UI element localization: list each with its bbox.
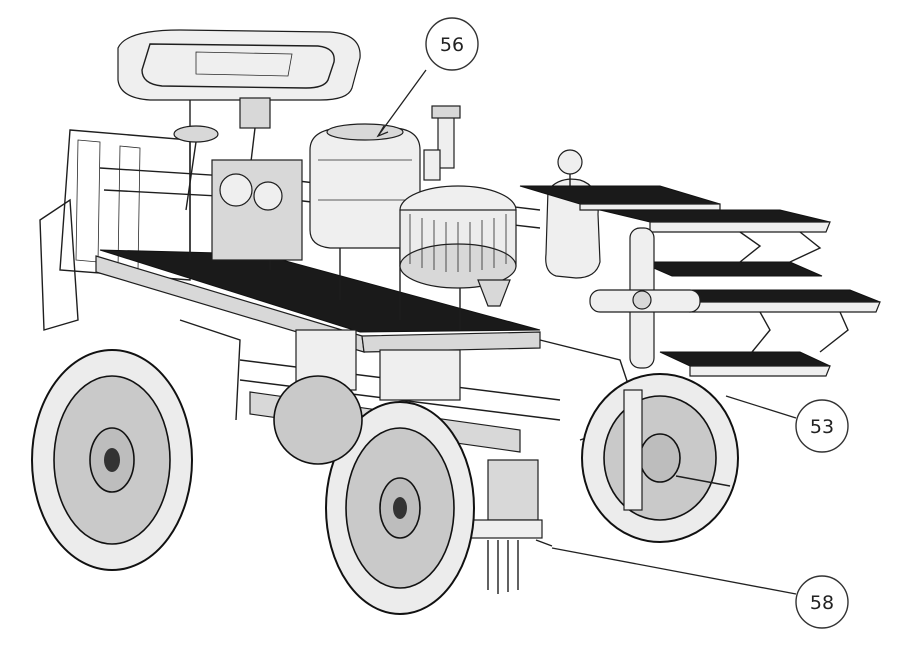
callout-label-58: 58	[810, 592, 834, 614]
engine-tanks	[173, 105, 601, 307]
seedling-trays	[519, 185, 881, 377]
callout-label-53: 53	[810, 416, 834, 438]
callout-58: 58	[551, 547, 849, 629]
callout-53: 53	[725, 395, 849, 453]
canopy-roof	[117, 29, 361, 129]
wheel-rear-left	[31, 349, 193, 571]
callout-56: 56	[376, 17, 479, 138]
wheel-rear-right	[273, 375, 363, 465]
wheel-front-left	[325, 401, 475, 615]
wheel-front-right	[581, 373, 739, 543]
callout-label-56: 56	[440, 34, 464, 56]
